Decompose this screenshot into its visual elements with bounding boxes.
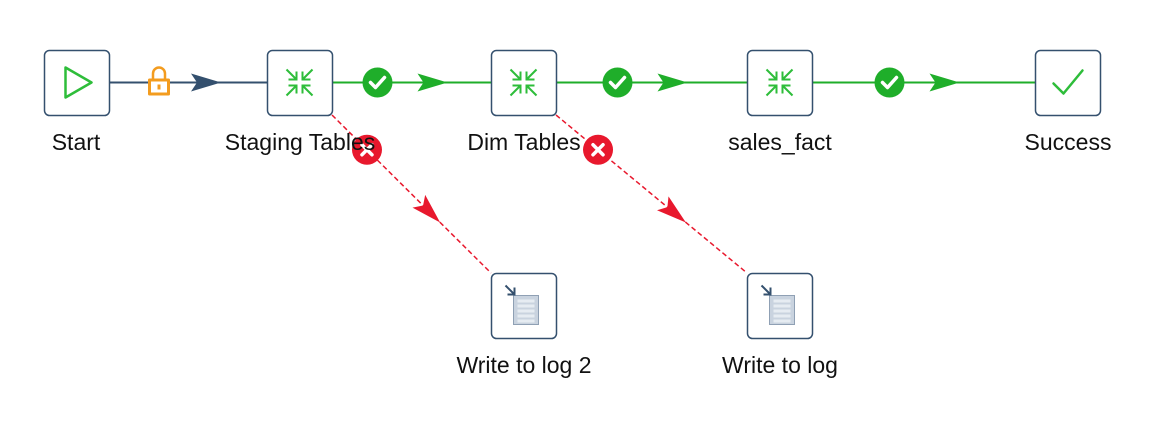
hop-arrowhead	[657, 196, 686, 223]
hop-arrowhead	[657, 73, 688, 92]
check-circle-icon	[874, 67, 905, 98]
job-entry-icon	[765, 68, 794, 97]
hop-arrowhead	[417, 73, 448, 92]
write-log-icon	[760, 284, 795, 325]
lock-icon	[148, 66, 170, 96]
node-label-start: Start	[51, 129, 101, 155]
checkmark-icon	[1052, 69, 1084, 95]
hop-dim-to-sales[interactable]	[556, 67, 747, 98]
start-triangle-icon	[64, 66, 93, 99]
node-staging[interactable]	[266, 49, 334, 117]
node-log1[interactable]	[746, 272, 814, 340]
node-label-log2: Write to log 2	[456, 352, 592, 378]
hop-arrowhead	[929, 73, 960, 92]
node-label-staging: Staging Tables	[224, 129, 376, 155]
node-sales[interactable]	[746, 49, 814, 117]
hop-dim-to-log1[interactable]	[555, 114, 748, 274]
node-dim[interactable]	[490, 49, 558, 117]
check-circle-icon	[602, 67, 633, 98]
node-log2[interactable]	[490, 272, 558, 340]
x-circle-icon	[583, 134, 614, 165]
node-label-dim: Dim Tables	[467, 129, 581, 155]
hop-staging-to-dim[interactable]	[332, 67, 491, 98]
node-success[interactable]	[1034, 49, 1102, 117]
hop-arrowhead	[412, 194, 441, 223]
node-label-sales: sales_fact	[728, 129, 832, 155]
hop-sales-to-success[interactable]	[812, 67, 1035, 98]
job-entry-icon	[285, 68, 314, 97]
job-entry-icon	[509, 68, 538, 97]
x-circle-icon	[351, 134, 382, 165]
hop-arrowhead	[191, 73, 221, 92]
node-label-log1: Write to log	[722, 352, 838, 378]
hop-staging-to-log2[interactable]	[331, 114, 492, 274]
hop-start-to-staging[interactable]	[109, 66, 267, 96]
node-label-success: Success	[1024, 129, 1112, 155]
node-start[interactable]	[43, 49, 111, 117]
check-circle-icon	[362, 67, 393, 98]
write-log-icon	[504, 284, 539, 325]
